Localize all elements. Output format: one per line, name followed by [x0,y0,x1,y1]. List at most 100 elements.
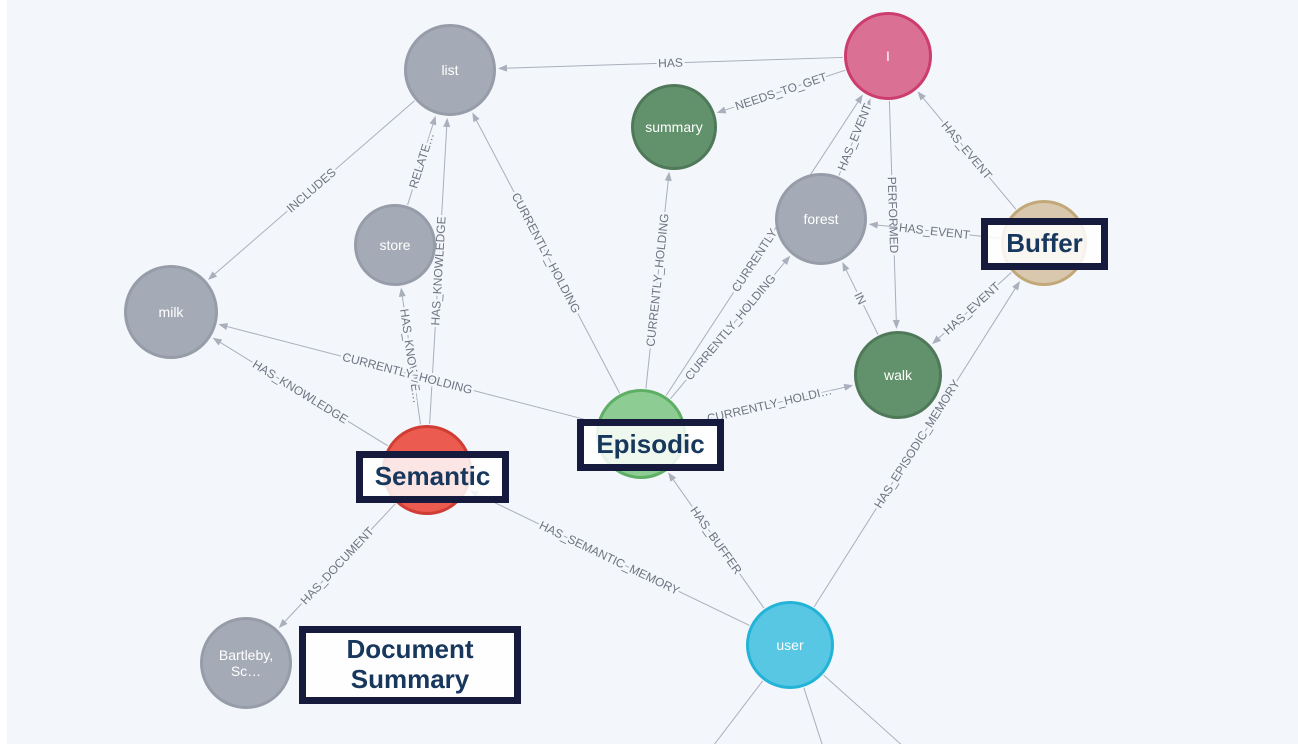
edge-arrowhead-icon [429,115,437,126]
annotation-buffer: Buffer [981,218,1108,270]
edge-line[interactable] [476,493,750,626]
node-list[interactable]: list [404,24,496,116]
edge-line[interactable] [838,105,868,176]
edge-line[interactable] [678,680,764,744]
edge-label[interactable]: HAS [655,53,685,73]
edge-label[interactable]: NEEDS_TO_GET [731,67,832,116]
node-walk[interactable]: walk [854,331,942,419]
edge-I-summary[interactable]: NEEDS_TO_GET [716,67,846,116]
edge-arrowhead-icon [1012,281,1020,291]
edge-line[interactable] [645,179,669,389]
edge-user-offscreen-25[interactable] [823,674,951,744]
edge-arrowhead-icon [668,472,677,482]
edge-label[interactable]: INCLUDES [281,163,341,218]
node-label: forest [803,210,839,227]
edge-line[interactable] [876,224,1001,239]
edge-line[interactable] [505,56,844,69]
edge-walk-forest[interactable]: IN [842,262,879,335]
node-doc[interactable]: Bartleby, Sc… [200,617,292,709]
edge-arrowhead-icon [932,335,942,345]
edge-episodic-forest[interactable]: CURRENTLY_HOLDING [670,255,791,400]
node-summary[interactable]: summary [631,84,717,170]
edge-label[interactable]: HAS_EVENT [896,218,974,245]
edge-label[interactable]: HAS_SEMANTIC_MEMORY [535,516,685,600]
edge-arrowhead-icon [443,117,451,128]
node-store[interactable]: store [354,204,436,286]
edge-arrowhead-icon [892,319,900,330]
edge-arrowhead-icon [781,255,791,265]
edge-line[interactable] [213,100,415,276]
node-label: user [776,636,804,653]
edge-line[interactable] [475,119,621,394]
edge-arrowhead-icon [716,106,727,114]
node-forest[interactable]: forest [775,173,867,265]
edge-arrowhead-icon [472,112,480,123]
annotation-document-summary: Document Summary [299,626,521,704]
edge-label[interactable]: HAS_EVENT [832,98,877,175]
edge-label[interactable]: HAS_KNOWLE… [395,305,427,406]
edge-line[interactable] [823,674,945,744]
edge-line[interactable] [937,272,1012,340]
edge-label[interactable]: PERFORMED [882,174,903,256]
edge-forest-I[interactable]: HAS_EVENT [832,98,877,176]
node-label: list [441,61,459,78]
edge-label[interactable]: HAS_BUFFER [685,501,747,579]
edge-semantic-store[interactable]: HAS_KNOWLE… [395,287,427,425]
edge-line[interactable] [407,123,434,206]
edge-label[interactable]: RELATE… [404,128,440,192]
annotation-semantic: Semantic [356,451,509,503]
node-label: milk [158,303,184,320]
edge-user-buffer[interactable]: HAS_EPISODIC_MEMORY [813,281,1020,608]
edge-line[interactable] [283,503,396,623]
node-label: Bartleby, Sc… [218,646,274,679]
edge-episodic-summary[interactable]: CURRENTLY_HOLDING [641,171,674,389]
edge-line[interactable] [219,341,389,447]
edge-line[interactable] [401,295,422,425]
edge-store-list[interactable]: RELATE… [404,115,440,206]
edge-buffer-I[interactable]: HAS_EVENT [917,91,1017,210]
edge-label[interactable]: HAS_EVENT [938,276,1006,340]
edge-line[interactable] [429,125,448,425]
edge-episodic-list[interactable]: CURRENTLY_HOLDING [472,112,621,394]
edge-line[interactable] [888,100,897,322]
edge-label[interactable]: HAS_EVENT [936,116,998,185]
edge-line[interactable] [845,268,879,335]
edge-I-list[interactable]: HAS [497,53,844,73]
edge-label[interactable]: HAS_KNOWLEDGE [248,355,353,429]
edge-arrowhead-icon [854,94,863,104]
edge-label[interactable]: HAS_DOCUMENT [295,521,380,610]
node-milk[interactable]: milk [124,265,218,359]
edge-user-offscreen-23[interactable] [673,680,764,744]
edge-arrowhead-icon [212,337,223,346]
edge-line[interactable] [922,97,1017,210]
edge-I-walk[interactable]: PERFORMED [882,100,904,330]
edge-label[interactable]: CURRENTLY_HOLDING [506,188,586,318]
edge-line[interactable] [803,687,842,744]
edge-label[interactable]: CURRENTLY_HOLDI… [703,381,836,428]
edge-arrowhead-icon [664,171,672,182]
edge-semantic-doc[interactable]: HAS_DOCUMENT [278,503,396,628]
edge-arrowhead-icon [497,64,508,72]
edge-line[interactable] [672,478,765,609]
edge-line[interactable] [724,69,846,111]
edge-arrowhead-icon [863,98,871,109]
edge-line[interactable] [670,261,786,400]
node-label: walk [883,366,912,383]
node-I[interactable]: I [844,12,932,100]
edge-label[interactable]: CURRENTLY_HOLDING [641,210,674,350]
edge-label[interactable]: IN [849,287,872,309]
node-label: summary [645,118,703,135]
node-user[interactable]: user [746,601,834,689]
edge-user-offscreen-24[interactable] [803,687,845,744]
edge-user-episodic[interactable]: HAS_BUFFER [668,472,765,609]
edge-line[interactable] [665,100,859,396]
edge-buffer-walk[interactable]: HAS_EVENT [932,272,1012,345]
edge-arrowhead-icon [278,619,288,628]
left-gutter [0,0,7,744]
edge-line[interactable] [226,325,597,423]
edge-line[interactable] [685,386,846,425]
edge-user-semantic[interactable]: HAS_SEMANTIC_MEMORY [469,490,750,626]
edge-line[interactable] [813,287,1017,608]
edge-arrowhead-icon [868,221,879,229]
